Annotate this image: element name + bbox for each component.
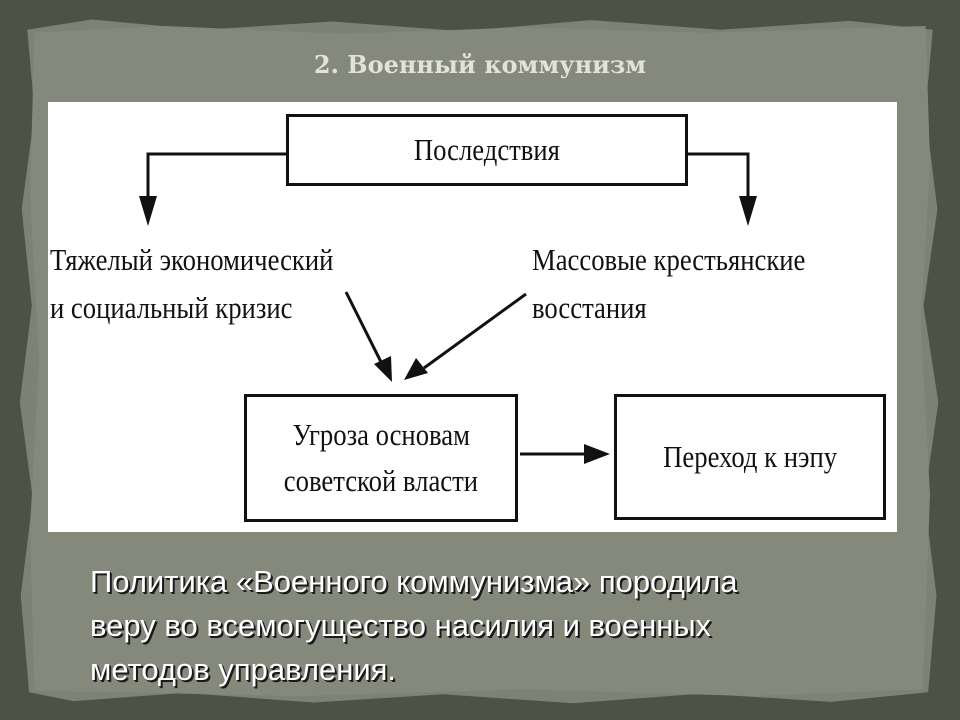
nep-box: Переход к нэпу — [614, 394, 886, 520]
threat-line-2: советской власти — [283, 463, 479, 498]
consequences-label: Последствия — [413, 132, 561, 167]
conclusion-line-1: Политика «Военного коммунизма» породила — [90, 564, 738, 599]
arrowhead-uprisings — [739, 196, 757, 226]
arrowhead-uprisings-threat — [404, 358, 428, 380]
slide-title: 2. Военный коммунизм — [313, 50, 647, 79]
conclusion-line-2: веру во всемогущество насилия и военных — [90, 608, 712, 643]
consequences-box: Последствия — [286, 114, 688, 186]
threat-box: Угроза основам советской власти — [244, 394, 518, 522]
diagram-connectors — [139, 152, 757, 464]
consequences-diagram: Последствия Тяжелый экономический и соци… — [48, 102, 897, 532]
threat-line-1: Угроза основам — [292, 417, 470, 452]
crisis-line-1: Тяжелый экономический — [50, 242, 334, 277]
arrow-crisis-to-threat — [344, 291, 386, 369]
arrow-uprisings-to-threat — [423, 292, 527, 370]
arrow-to-crisis — [146, 152, 286, 210]
uprisings-text: Массовые крестьянские восстания — [532, 236, 805, 332]
uprisings-line-2: восстания — [532, 290, 647, 325]
crisis-line-2: и социальный кризис — [50, 290, 293, 325]
conclusion-line-3: методов управления. — [90, 652, 397, 687]
arrowhead-crisis-threat — [374, 356, 392, 382]
conclusion-text: Политика «Военного коммунизма» породила … — [90, 560, 910, 692]
arrow-to-uprisings — [688, 152, 750, 210]
crisis-text: Тяжелый экономический и социальный кризи… — [50, 236, 333, 332]
arrowhead-threat-nep — [584, 444, 610, 464]
uprisings-line-1: Массовые крестьянские — [532, 242, 806, 277]
nep-label: Переход к нэпу — [663, 439, 837, 474]
arrowhead-crisis — [139, 196, 157, 226]
